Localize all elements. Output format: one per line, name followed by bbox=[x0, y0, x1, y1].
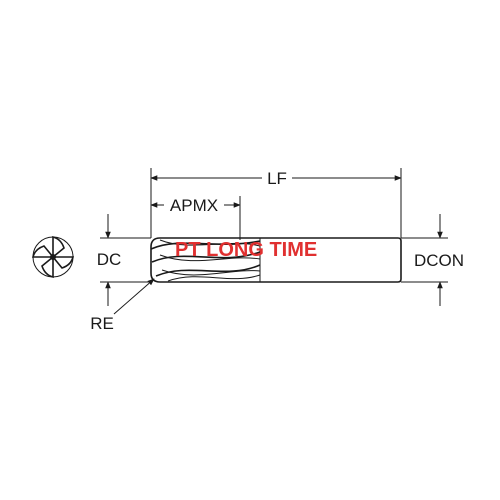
tool-body bbox=[150, 237, 402, 283]
watermark-text: PT LONG TIME bbox=[175, 239, 317, 261]
apmx-dimension: APMX bbox=[150, 196, 241, 240]
dcon-label: DCON bbox=[414, 251, 464, 270]
apmx-label: APMX bbox=[170, 196, 218, 215]
re-label: RE bbox=[90, 314, 114, 333]
dc-label: DC bbox=[97, 250, 122, 269]
lf-dimension: LF bbox=[150, 168, 402, 238]
dcon-dimension: DCON bbox=[401, 214, 464, 306]
dc-dimension: DC bbox=[97, 214, 151, 306]
end-view bbox=[31, 235, 75, 279]
re-leader: RE bbox=[90, 278, 155, 333]
lf-label: LF bbox=[267, 169, 287, 188]
